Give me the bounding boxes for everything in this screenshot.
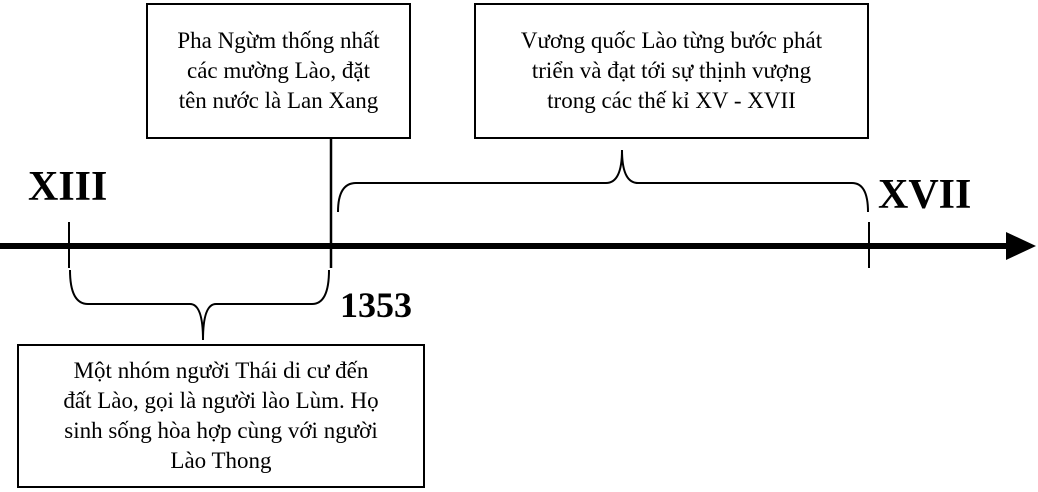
label-year-1353: 1353 [340, 285, 412, 325]
box-thai-migration: Một nhóm người Thái di cư đến đất Lào, g… [17, 344, 425, 488]
timeline-arrowhead [1006, 232, 1036, 260]
box-kingdom-prosperity: Vương quốc Lào từng bước phát triển và đ… [474, 3, 869, 139]
label-century-xvii: XVII [878, 172, 972, 218]
lower-brace [69, 269, 330, 341]
box-pha-ngum: Pha Ngừm thống nhất các mường Lào, đặt t… [146, 3, 411, 139]
upper-brace [337, 149, 869, 213]
label-century-xiii: XIII [28, 164, 108, 210]
